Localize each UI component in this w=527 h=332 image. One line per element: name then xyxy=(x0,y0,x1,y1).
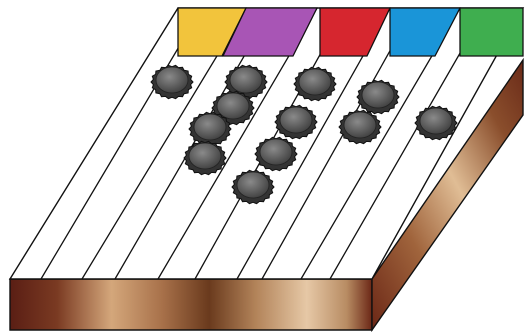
bottle-cap-11 xyxy=(254,136,298,172)
board-side-face xyxy=(371,57,524,332)
bottle-cap-5 xyxy=(211,90,255,126)
bottle-caps xyxy=(150,64,458,205)
blue-target xyxy=(389,7,462,57)
color-targets xyxy=(177,7,524,57)
bottle-cap-10 xyxy=(183,140,227,176)
bottle-cap-2 xyxy=(224,64,268,100)
bottle-cap-6 xyxy=(274,104,318,140)
bottle-cap-4 xyxy=(356,79,400,115)
bottle-cap-1 xyxy=(150,64,194,100)
red-target xyxy=(319,7,392,57)
bottle-cap-12 xyxy=(231,169,275,205)
board-front-face xyxy=(9,278,373,331)
bottle-cap-7 xyxy=(188,111,232,147)
bottle-cap-8 xyxy=(338,109,382,145)
bottle-cap-3 xyxy=(293,66,337,102)
bottle-cap-9 xyxy=(414,105,458,141)
yellow-target xyxy=(177,7,248,57)
green-target xyxy=(459,7,524,57)
purple-target xyxy=(221,7,319,57)
